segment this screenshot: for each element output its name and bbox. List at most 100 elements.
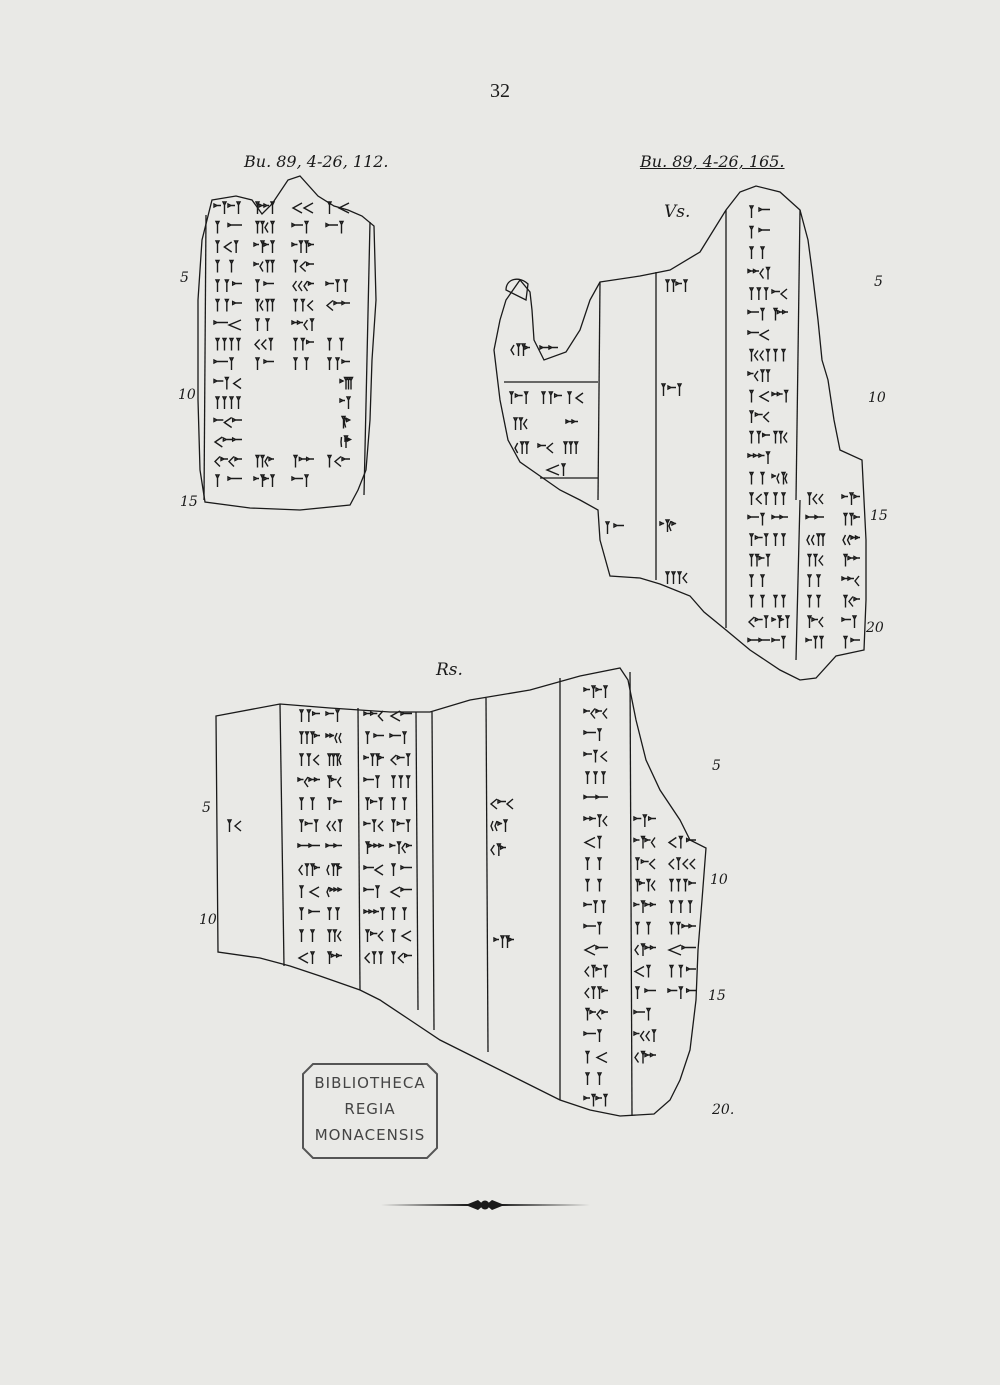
cuneiform-sign [634,857,656,870]
cuneiform-sign [364,929,384,942]
cuneiform-sign [584,857,603,870]
cuneiform-sign [213,357,235,370]
cuneiform-sign [389,731,408,744]
cuneiform-sign [213,376,242,390]
tablet-1-signs [213,201,354,487]
cuneiform-sign [748,287,769,300]
cuneiform-sign [298,885,320,898]
cuneiform-sign [291,220,310,234]
cuneiform-sign [748,553,771,567]
cuneiform-sign [748,410,770,423]
cuneiform-sign [298,819,319,832]
cuneiform-sign [298,907,320,920]
cuneiform-sign [325,709,341,722]
cuneiform-sign [667,944,696,956]
cuneiform-sign [659,519,677,532]
cuneiform-sign [540,391,562,404]
cuneiform-sign [292,337,314,351]
cuneiform-sign [298,709,320,722]
cuneiform-sign [583,814,608,827]
line-number: 10 [710,872,728,888]
cuneiform-sign [490,819,509,832]
cuneiform-sign [842,553,860,567]
cuneiform-sign [363,775,381,788]
cuneiform-sign [634,1050,656,1064]
cuneiform-sign [583,728,603,741]
cuneiform-sign [668,900,693,913]
obverse-label: Vs. [664,202,691,222]
line-number: 15 [180,494,198,510]
cuneiform-sign [633,1029,657,1042]
cuneiform-sign [806,574,822,587]
cuneiform-sign [806,553,824,567]
cuneiform-sign [842,635,860,649]
cuneiform-sign [214,396,242,409]
cuneiform-sign [514,441,530,454]
cuneiform-sign [771,514,788,520]
cuneiform-sign [325,220,345,234]
cuneiform-sign [771,471,788,485]
cuneiform-sign [772,307,788,321]
cuneiform-sign [292,357,310,370]
ornament-divider [380,1200,590,1210]
cuneiform-sign [389,753,411,766]
cuneiform-sign [254,201,276,214]
cuneiform-sign [667,835,696,849]
cuneiform-sign [633,900,656,913]
cuneiform-sign [298,753,320,766]
cuneiform-sign [326,929,342,942]
cuneiform-sign [326,753,342,766]
cuneiform-sign [363,885,381,898]
cuneiform-sign [226,819,242,832]
cuneiform-sign [806,533,826,546]
cuneiform-sign [326,886,343,898]
cuneiform-sign [291,474,310,487]
cuneiform-sign [389,886,412,898]
cuneiform-sign [326,337,345,351]
cuneiform-sign [748,246,766,259]
cuneiform-sign [339,376,354,390]
line-number: 20. [712,1102,735,1118]
cuneiform-sign [748,471,766,485]
cuneiform-sign [747,615,769,628]
cuneiform-sign [297,776,320,788]
cuneiform-sign [326,357,350,370]
page-number: 32 [490,80,510,102]
reverse-label: Rs. [436,660,463,680]
cuneiform-sign [363,907,386,920]
cuneiform-sign [326,201,350,214]
cuneiform-sign [214,220,242,234]
cuneiform-sign [660,383,683,396]
stamp-line-3: MONACENSIS [314,1126,426,1144]
cuneiform-sign [490,843,506,856]
cuneiform-sign [326,775,342,788]
cuneiform-sign [254,337,274,351]
cuneiform-sign [747,266,771,280]
cuneiform-sign [842,534,861,546]
cuneiform-sign [805,514,824,520]
cuneiform-sign [545,463,567,476]
cuneiform-sign [748,492,769,505]
cuneiform-sign [805,635,825,649]
line-number: 5 [180,270,189,286]
cuneiform-sign [633,1007,652,1021]
cuneiform-sign [841,575,860,587]
cuneiform-sign [390,907,408,920]
cuneiform-sign [748,348,771,362]
cuneiform-sign [213,436,242,448]
cuneiform-sign [842,594,860,608]
cuneiform-sign [584,986,608,999]
tablet-1-caption: Bu. 89, 4-26, 112. [244,152,389,171]
cuneiform-sign [747,451,771,464]
cuneiform-sign [634,943,656,956]
cuneiform-sign [213,319,242,331]
cuneiform-sign [254,318,271,331]
cuneiform-sign [508,391,529,404]
reverse-tablet-signs [226,685,696,1107]
cuneiform-sign [298,863,320,876]
cuneiform-sign [291,318,315,331]
cuneiform-sign [583,708,608,719]
cuneiform-sign [214,259,235,273]
cuneiform-sign [292,280,314,292]
cuneiform-sign [634,878,656,892]
